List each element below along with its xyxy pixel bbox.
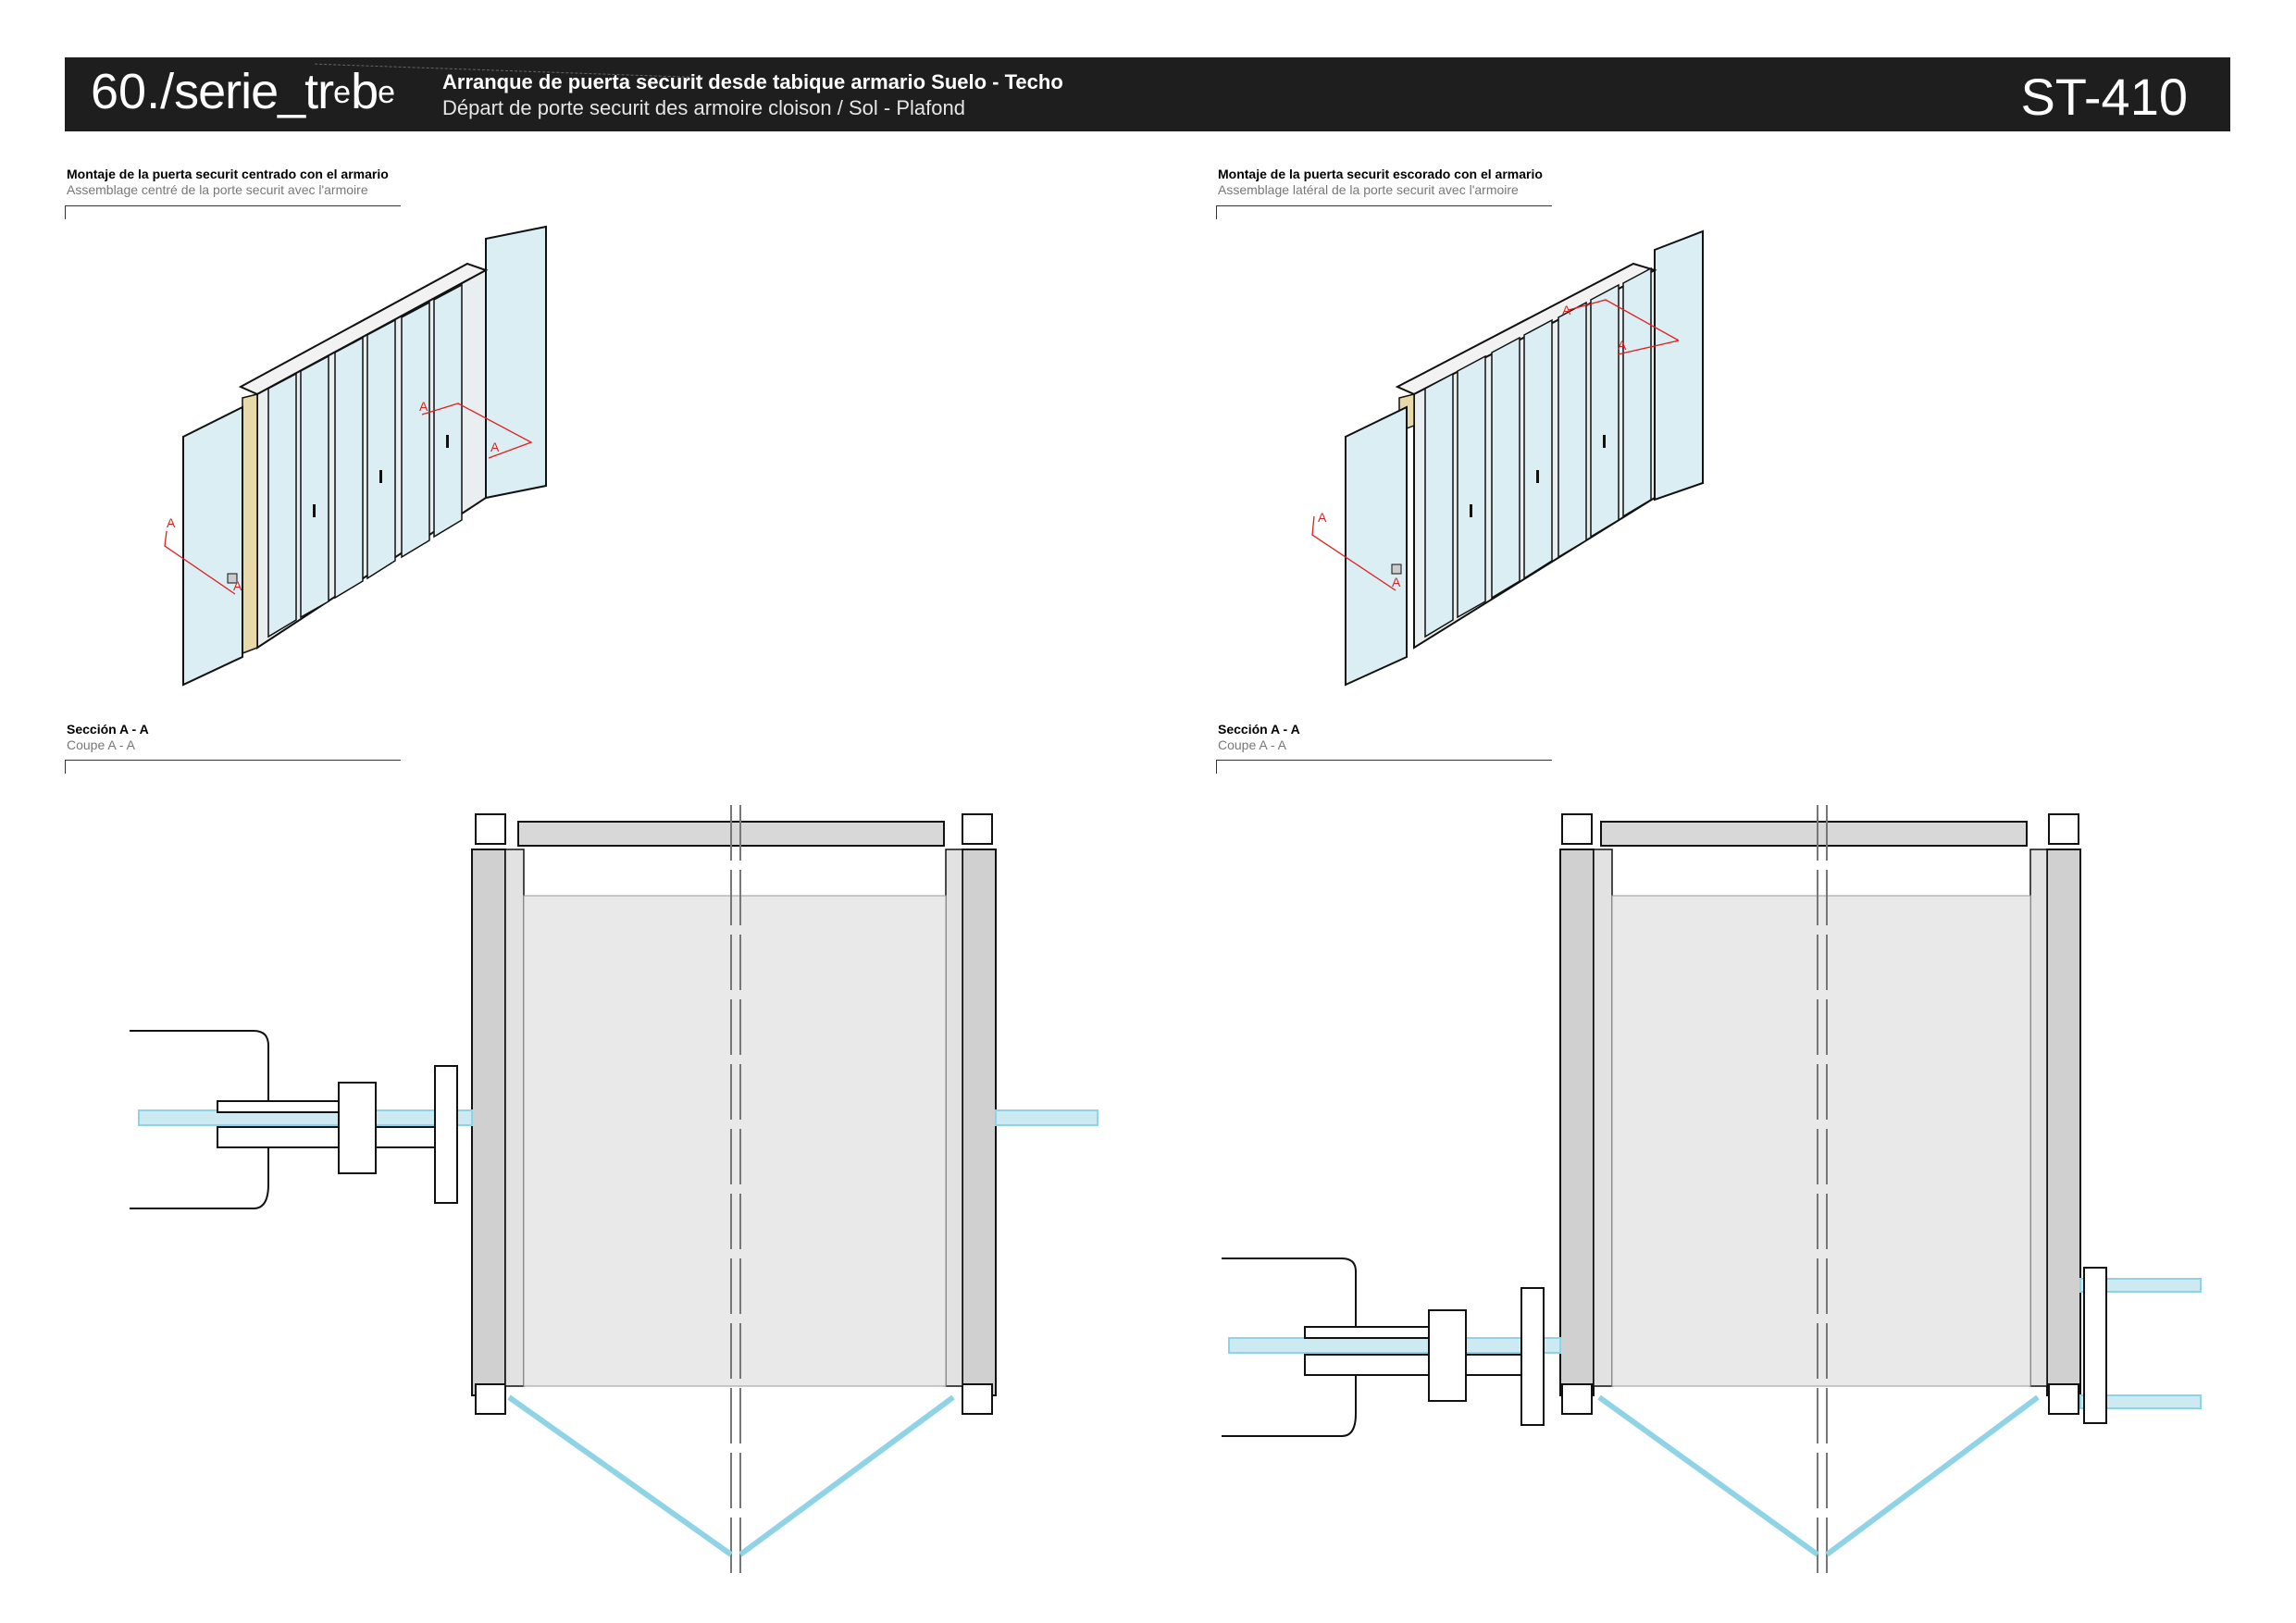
section-mark: A	[1392, 575, 1401, 589]
section-mark: A	[1562, 303, 1571, 317]
left-wall-panel	[471, 849, 506, 1396]
corner-post	[1561, 813, 1593, 845]
view-rule	[1216, 205, 1552, 219]
open-glass-door	[507, 1394, 733, 1557]
right-inner-panel	[2029, 849, 2048, 1387]
series-slash: /	[160, 64, 175, 119]
series-logo: 60./serie_trebe	[91, 63, 395, 120]
door-handles	[1470, 435, 1606, 517]
front-glass-door	[1345, 405, 1408, 687]
section-mark: A	[233, 578, 242, 593]
sheet-title-es: Arranque de puerta securit desde tabique…	[442, 70, 1063, 93]
lock-body	[1304, 1354, 1528, 1376]
corner-post	[1561, 1383, 1593, 1415]
view-title-fr: Assemblage centré de la porte securit av…	[67, 182, 368, 197]
side-glass	[2079, 1394, 2202, 1409]
sheet-title-fr: Départ de porte securit des armoire cloi…	[442, 96, 965, 119]
view-title-fr: Assemblage latéral de la porte securit a…	[1218, 182, 1519, 197]
section-mark: A	[490, 440, 500, 454]
series-number: 60.	[91, 64, 161, 119]
lock-body	[217, 1126, 441, 1148]
wardrobe-doors	[1424, 266, 1652, 638]
section-view-right	[1222, 805, 2202, 1573]
view-rule	[65, 205, 401, 219]
top-panel	[1600, 821, 2028, 847]
front-glass-door	[182, 405, 243, 687]
corner-post	[962, 813, 993, 845]
side-frame-profile	[2083, 1267, 2107, 1424]
section-line	[1568, 299, 1680, 341]
lock-cylinder	[1428, 1309, 1467, 1402]
section-title-es: Sección A - A	[67, 722, 149, 737]
section-title-es: Sección A - A	[1218, 722, 1300, 737]
wardrobe-interior	[523, 895, 947, 1387]
view-label-lateral: Montaje de la puerta securit escorado co…	[1218, 167, 1543, 198]
right-wall-panel	[2046, 849, 2081, 1396]
handle-lever	[130, 1147, 269, 1209]
door-lock	[227, 573, 238, 584]
left-inner-panel	[1593, 849, 1613, 1387]
section-title-fr: Coupe A - A	[67, 737, 135, 752]
open-glass-door	[1597, 1394, 1819, 1557]
handle-lever	[1222, 1375, 1357, 1437]
section-line	[421, 403, 533, 459]
door-frame-profile	[434, 1065, 458, 1204]
title-bar: 60./serie_trebe Arranque de puerta secur…	[65, 57, 2230, 131]
right-inner-panel	[945, 849, 963, 1387]
section-view-left	[130, 805, 1098, 1573]
handle-lever	[130, 1030, 269, 1101]
door-handles	[313, 435, 449, 517]
open-glass-door	[1825, 1394, 2040, 1557]
corner-post	[2048, 1383, 2079, 1415]
sheet-code: ST-410	[2020, 68, 2188, 126]
isometric-view-centered: A A A A	[164, 225, 547, 687]
wardrobe-doors	[267, 283, 463, 638]
isometric-view-lateral: A A A A	[1311, 229, 1704, 687]
handle-lever	[1222, 1258, 1357, 1327]
series-sup-e2: e	[378, 75, 396, 110]
glass-door-section	[1228, 1337, 1561, 1354]
view-title-es: Montaje de la puerta securit centrado co…	[67, 167, 389, 181]
section-mark: A	[167, 515, 176, 530]
door-frame-profile	[1520, 1287, 1545, 1426]
back-glass-panel	[1654, 229, 1704, 502]
right-wall-panel	[962, 849, 997, 1396]
section-mark: A	[1618, 338, 1627, 353]
series-name: serie_tr	[174, 64, 334, 119]
corner-post	[475, 1383, 506, 1415]
section-mark: A	[1318, 510, 1327, 525]
section-label-left: Sección A - A Coupe A - A	[67, 722, 149, 753]
section-mark: A	[419, 399, 428, 414]
lock-cylinder	[338, 1082, 377, 1174]
section-label-right: Sección A - A Coupe A - A	[1218, 722, 1300, 753]
back-glass-panel	[485, 225, 547, 500]
left-inner-panel	[504, 849, 525, 1387]
section-title-fr: Coupe A - A	[1218, 737, 1286, 752]
wood-side-panel	[242, 393, 258, 655]
series-b: b	[351, 64, 379, 119]
wardrobe-interior	[1611, 895, 2031, 1387]
corner-post	[475, 813, 506, 845]
side-glass	[995, 1109, 1098, 1126]
series-sup-e1: e	[333, 75, 352, 110]
view-label-centered: Montaje de la puerta securit centrado co…	[67, 167, 389, 198]
open-glass-door	[738, 1394, 955, 1557]
section-line	[1311, 515, 1396, 591]
section-line	[1617, 340, 1680, 355]
section-rule	[1216, 760, 1552, 774]
corner-post	[2048, 813, 2079, 845]
section-line	[164, 530, 236, 595]
left-wall-panel	[1559, 849, 1595, 1396]
side-glass	[2079, 1278, 2202, 1293]
section-rule	[65, 760, 401, 774]
view-title-es: Montaje de la puerta securit escorado co…	[1218, 167, 1543, 181]
door-lock	[1391, 564, 1402, 575]
corner-post	[962, 1383, 993, 1415]
